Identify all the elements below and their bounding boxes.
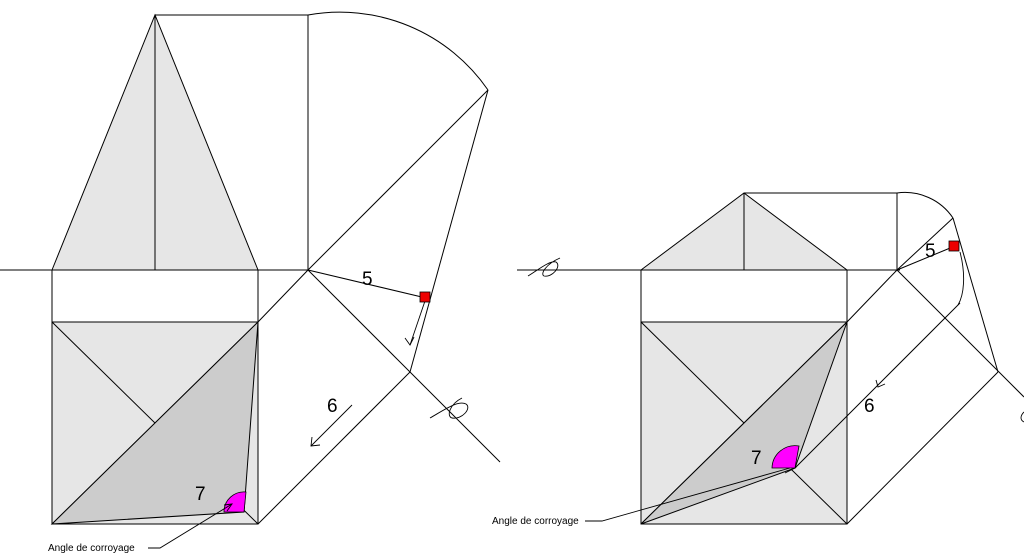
left-arrow-line-b	[310, 404, 353, 447]
left-corroyage-face	[50, 320, 259, 525]
right-label-7: 7	[751, 448, 762, 469]
left-perpendicular-5	[307, 269, 427, 299]
right-angle-square-icon	[419, 291, 431, 303]
right-angle-caption: Angle de corroyage	[492, 516, 579, 527]
right-figure: 5 6 7 Angle de corroyage	[492, 191, 1024, 527]
right-link-line	[846, 269, 898, 323]
right-angle-square-icon	[948, 240, 960, 252]
right-perpendicular-5	[896, 245, 956, 271]
left-caption-pointer	[148, 503, 233, 549]
left-slant-edge	[409, 89, 489, 373]
left-arrow-line-a	[409, 297, 427, 346]
left-band	[51, 269, 259, 323]
left-rebate-arc	[307, 11, 489, 91]
cursive-cut-mark-icon	[429, 397, 469, 419]
right-parallel-line	[846, 371, 999, 525]
right-label-6: 6	[864, 396, 875, 417]
right-transfer-arc	[957, 251, 965, 306]
left-rotation-line	[307, 89, 489, 271]
right-label-5: 5	[925, 241, 936, 262]
right-rotation-line	[896, 217, 954, 271]
right-caption-pointer	[585, 467, 791, 522]
right-edge-mark	[1020, 411, 1024, 423]
right-corroyage-face	[640, 321, 848, 525]
left-label-7: 7	[195, 484, 206, 505]
arrowhead-icon	[404, 336, 415, 346]
left-link-line	[257, 269, 309, 323]
arrowhead-icon	[875, 379, 886, 388]
left-figure: 5 6 7 Angle de corroyage	[0, 11, 501, 554]
right-long-diagonal	[896, 269, 1024, 398]
left-long-diagonal	[307, 269, 501, 463]
arrowhead-icon	[310, 436, 321, 447]
left-angle-caption: Angle de corroyage	[48, 543, 135, 554]
left-label-6: 6	[327, 396, 338, 417]
left-parallel-line	[257, 371, 411, 525]
right-slant-edge	[952, 217, 999, 373]
left-label-5: 5	[362, 269, 373, 290]
cursive-cut-mark-icon	[527, 257, 561, 277]
right-band	[640, 269, 848, 323]
angle-sector-icon	[771, 445, 800, 469]
right-rebate-arc	[896, 191, 954, 219]
arrowhead-icon	[223, 503, 233, 512]
